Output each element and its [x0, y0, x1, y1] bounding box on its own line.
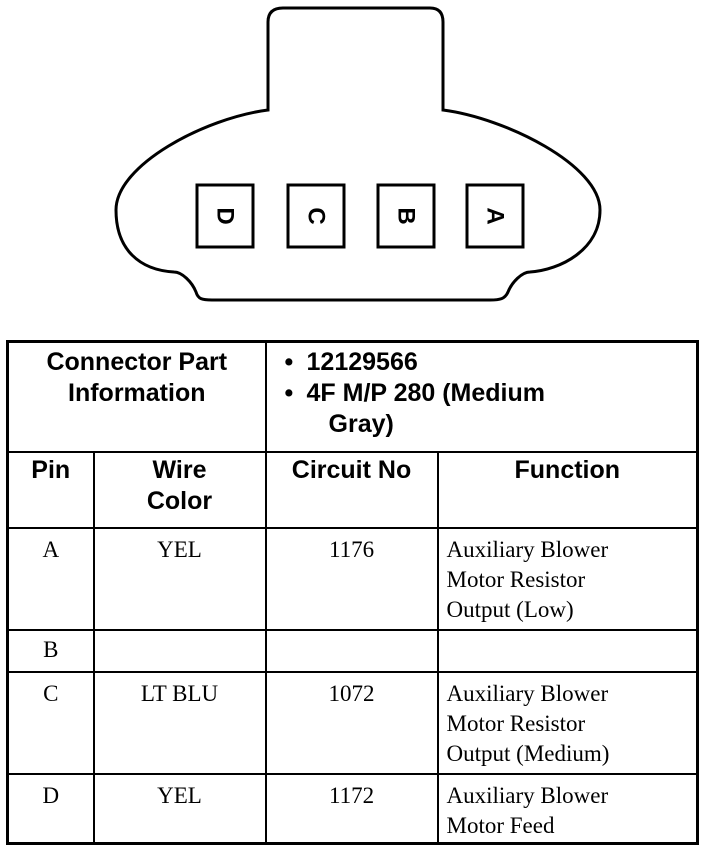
pin-cavity-b: B — [376, 183, 436, 249]
table-row: D YEL 1172 Auxiliary Blower Motor Feed — [6, 772, 699, 845]
pin-label-d: D — [212, 207, 239, 224]
circuit-no-cell: 1176 — [264, 526, 439, 631]
connector-outline — [114, 6, 602, 302]
header-circuit-no: Circuit No — [264, 450, 439, 529]
table-row: C LT BLU 1072 Auxiliary Blower Motor Res… — [6, 670, 699, 775]
part-description-cont: Gray) — [328, 410, 394, 438]
pin-cavity-c: C — [286, 183, 346, 249]
pin-cell: C — [6, 670, 95, 775]
pin-label-a: A — [482, 207, 509, 224]
pin-label-b: B — [393, 207, 420, 224]
header-row: Pin Wire Color Circuit No Function — [6, 450, 699, 529]
pin-cell: D — [6, 772, 95, 845]
header-pin: Pin — [6, 450, 95, 529]
function-cell: Auxiliary Blower Motor Resistor Output (… — [436, 670, 699, 775]
header-wire-color: Wire Color — [92, 450, 267, 529]
function-cell: Auxiliary Blower Motor Feed — [436, 772, 699, 845]
part-number: •12129566 — [284, 348, 418, 376]
function-cell: Auxiliary Blower Motor Resistor Output (… — [436, 526, 699, 631]
circuit-no-cell: 1072 — [264, 670, 439, 775]
table-row: B — [6, 628, 699, 673]
wire-color-cell: YEL — [92, 526, 267, 631]
part-description: •4F M/P 280 (Medium — [284, 379, 546, 407]
pin-cell: B — [6, 628, 95, 673]
circuit-no-cell — [264, 628, 439, 673]
wire-color-cell — [92, 628, 267, 673]
header-function: Function — [436, 450, 699, 529]
pin-cell: A — [6, 526, 95, 631]
connector-info-table: Connector Part Information •12129566 •4F… — [6, 340, 700, 845]
pin-label-c: C — [303, 207, 330, 224]
wire-color-cell: LT BLU — [92, 670, 267, 775]
wire-color-cell: YEL — [92, 772, 267, 845]
function-cell — [436, 628, 699, 673]
circuit-no-cell: 1172 — [264, 772, 439, 845]
pin-cavity-a: A — [465, 183, 525, 249]
part-info-row: Connector Part Information •12129566 •4F… — [6, 340, 699, 453]
connector-diagram: D C B A — [114, 6, 602, 302]
part-info-label: Connector Part Information — [6, 340, 267, 453]
table-row: A YEL 1176 Auxiliary Blower Motor Resist… — [6, 526, 699, 631]
part-info-values: •12129566 •4F M/P 280 (Medium Gray) — [264, 340, 699, 453]
pin-cavity-d: D — [195, 183, 255, 249]
